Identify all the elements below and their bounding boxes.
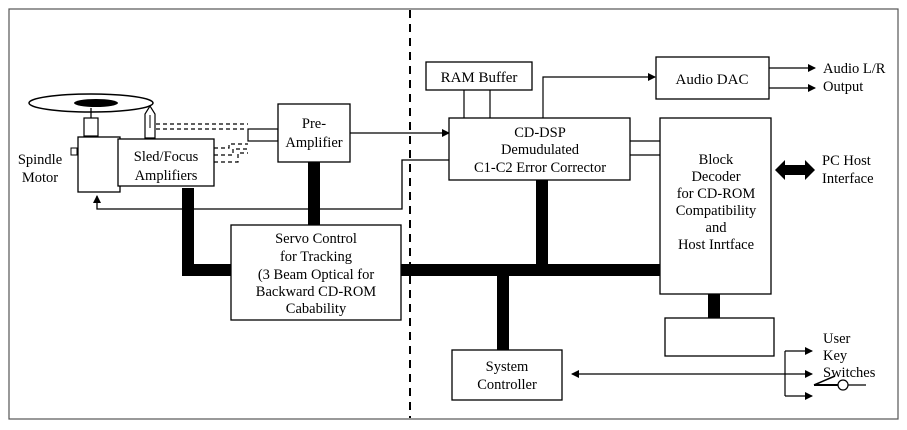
control-bus (182, 162, 720, 350)
servo-label-3: (3 Beam Optical for (258, 267, 375, 283)
decoder-label-1: Block (699, 152, 734, 168)
audio-dac-label: Audio DAC (676, 72, 749, 88)
ram-buffer-block: RAM Buffer (425, 61, 533, 118)
cd-dsp-block: CD-DSP Demudulated C1-C2 Error Corrector (448, 117, 631, 181)
pc-host-label: PC Host (822, 153, 871, 169)
pre-amplifier-label-2: Amplifier (285, 135, 342, 151)
pre-amplifier-block: Pre- Amplifier (277, 103, 351, 163)
audio-output-label-2: Output (823, 79, 863, 95)
user-key-label: User (823, 331, 851, 347)
pc-host-double-arrow (775, 160, 815, 180)
outer-frame (8, 8, 899, 420)
decoder-label-5: and (706, 220, 728, 236)
spindle-motor-label: Spindle (18, 152, 62, 168)
system-controller-label-2: Controller (477, 377, 537, 393)
pc-host-label-2: Interface (822, 171, 874, 187)
pre-amplifier-label: Pre- (302, 116, 326, 132)
audio-dac-block: Audio DAC (655, 56, 770, 100)
ram-buffer-label: RAM Buffer (441, 70, 518, 86)
decoder-label-4: Compatibility (676, 203, 757, 219)
spindle-motor-block: Spindle Motor (18, 136, 121, 193)
cd-dsp-label-2: Demudulated (501, 142, 580, 158)
decoder-memory-block (664, 317, 775, 357)
user-key-label-3: Switches (823, 365, 876, 381)
switch-contact-icon (837, 379, 849, 391)
system-controller-block: System Controller (451, 349, 563, 401)
cd-dsp-label-3: C1-C2 Error Corrector (474, 160, 606, 176)
servo-label-5: Cabability (286, 301, 347, 317)
feedback-arrow (93, 159, 449, 210)
pickup-connector (247, 128, 279, 142)
spindle-motor-label-2: Motor (22, 170, 58, 186)
user-key-label-2: Key (823, 348, 848, 364)
pickup-signal-lines (156, 123, 248, 163)
system-controller-label: System (486, 359, 529, 375)
dsp-to-dac-arrow (542, 73, 656, 118)
decoder-label-2: Decoder (691, 169, 740, 185)
decoder-label-3: for CD-ROM (677, 186, 756, 202)
servo-label-2: for Tracking (280, 249, 352, 265)
servo-label-1: Servo Control (275, 231, 357, 247)
decoder-label-6: Host Inrtface (678, 237, 754, 253)
servo-label-4: Backward CD-ROM (256, 284, 377, 300)
disc-drive-mechanism (28, 93, 156, 156)
sled-focus-label-2: Amplifiers (135, 168, 198, 184)
servo-control-block: Servo Control for Tracking (3 Beam Optic… (230, 224, 402, 321)
sled-focus-label: Sled/Focus (134, 149, 199, 165)
block-decoder-block: Block Decoder for CD-ROM Compatibility a… (659, 117, 772, 295)
cd-dsp-label-1: CD-DSP (514, 125, 566, 141)
audio-output-label: Audio L/R (823, 61, 886, 77)
sled-focus-amplifiers-block: Sled/Focus Amplifiers (117, 138, 215, 187)
